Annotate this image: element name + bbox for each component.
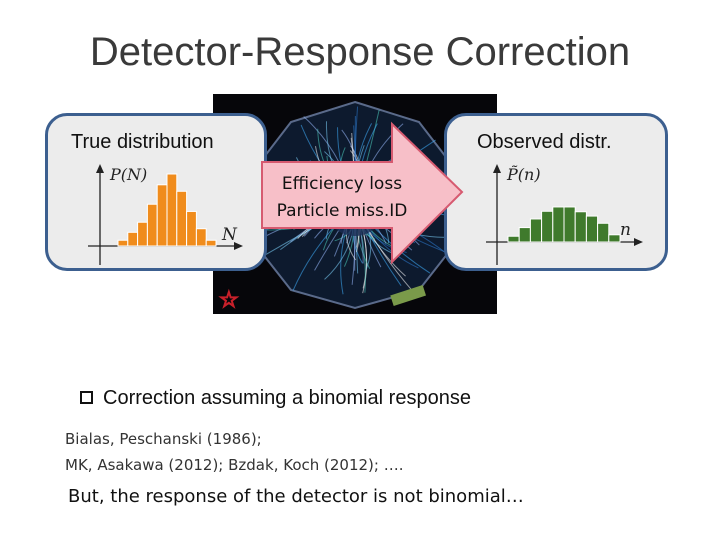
true-distribution-bar-4 (147, 204, 157, 246)
observed-x-arrowhead (634, 238, 643, 246)
true-y-arrowhead (96, 164, 104, 173)
true-x-label: N (221, 225, 238, 245)
true-distribution-bar-9 (196, 229, 206, 246)
observed-x-label: n (620, 220, 631, 240)
observed-distribution-bar-9 (598, 223, 609, 242)
observed-distribution-bar-4 (542, 211, 553, 242)
conclusion-text: But, the response of the detector is not… (68, 486, 524, 507)
observed-y-label: P̃(n) (506, 165, 541, 184)
square-bullet-icon (80, 391, 93, 404)
true-distribution-bar-5 (157, 185, 167, 246)
true-y-label: P(N) (109, 165, 147, 184)
true-distribution-bar-10 (206, 240, 216, 246)
true-distribution-bar-2 (128, 232, 138, 246)
observed-distribution-chart: P̃(n) n (486, 164, 643, 265)
reference-line: MK, Asakawa (2012); Bzdak, Koch (2012); … (65, 452, 403, 478)
observed-distribution-bar-2 (519, 228, 530, 242)
true-distribution-bar-6 (167, 174, 177, 246)
observed-distribution-bar-10 (609, 235, 620, 242)
true-distribution-chart: P(N) N (88, 164, 243, 265)
observed-distribution-bar-1 (508, 236, 519, 242)
observed-distribution-bar-7 (575, 212, 586, 242)
observed-distribution-bar-3 (530, 219, 541, 242)
observed-y-arrowhead (493, 164, 501, 173)
reference-line: Bialas, Peschanski (1986); (65, 426, 403, 452)
observed-distribution-bar-8 (586, 216, 597, 242)
true-distribution-bar-3 (138, 222, 148, 246)
arrow-line-efficiency: Efficiency loss (262, 171, 422, 198)
true-distribution-bar-8 (187, 211, 197, 246)
arrow-label: Efficiency loss Particle miss.ID (262, 171, 422, 225)
references: Bialas, Peschanski (1986); MK, Asakawa (… (65, 426, 403, 478)
true-distribution-bar-7 (177, 191, 187, 246)
observed-distribution-bar-6 (564, 207, 575, 242)
arrow-line-missid: Particle miss.ID (262, 198, 422, 225)
true-distribution-bar-1 (118, 240, 128, 246)
observed-distribution-bar-5 (553, 207, 564, 242)
bullet-text: Correction assuming a binomial response (103, 387, 471, 410)
